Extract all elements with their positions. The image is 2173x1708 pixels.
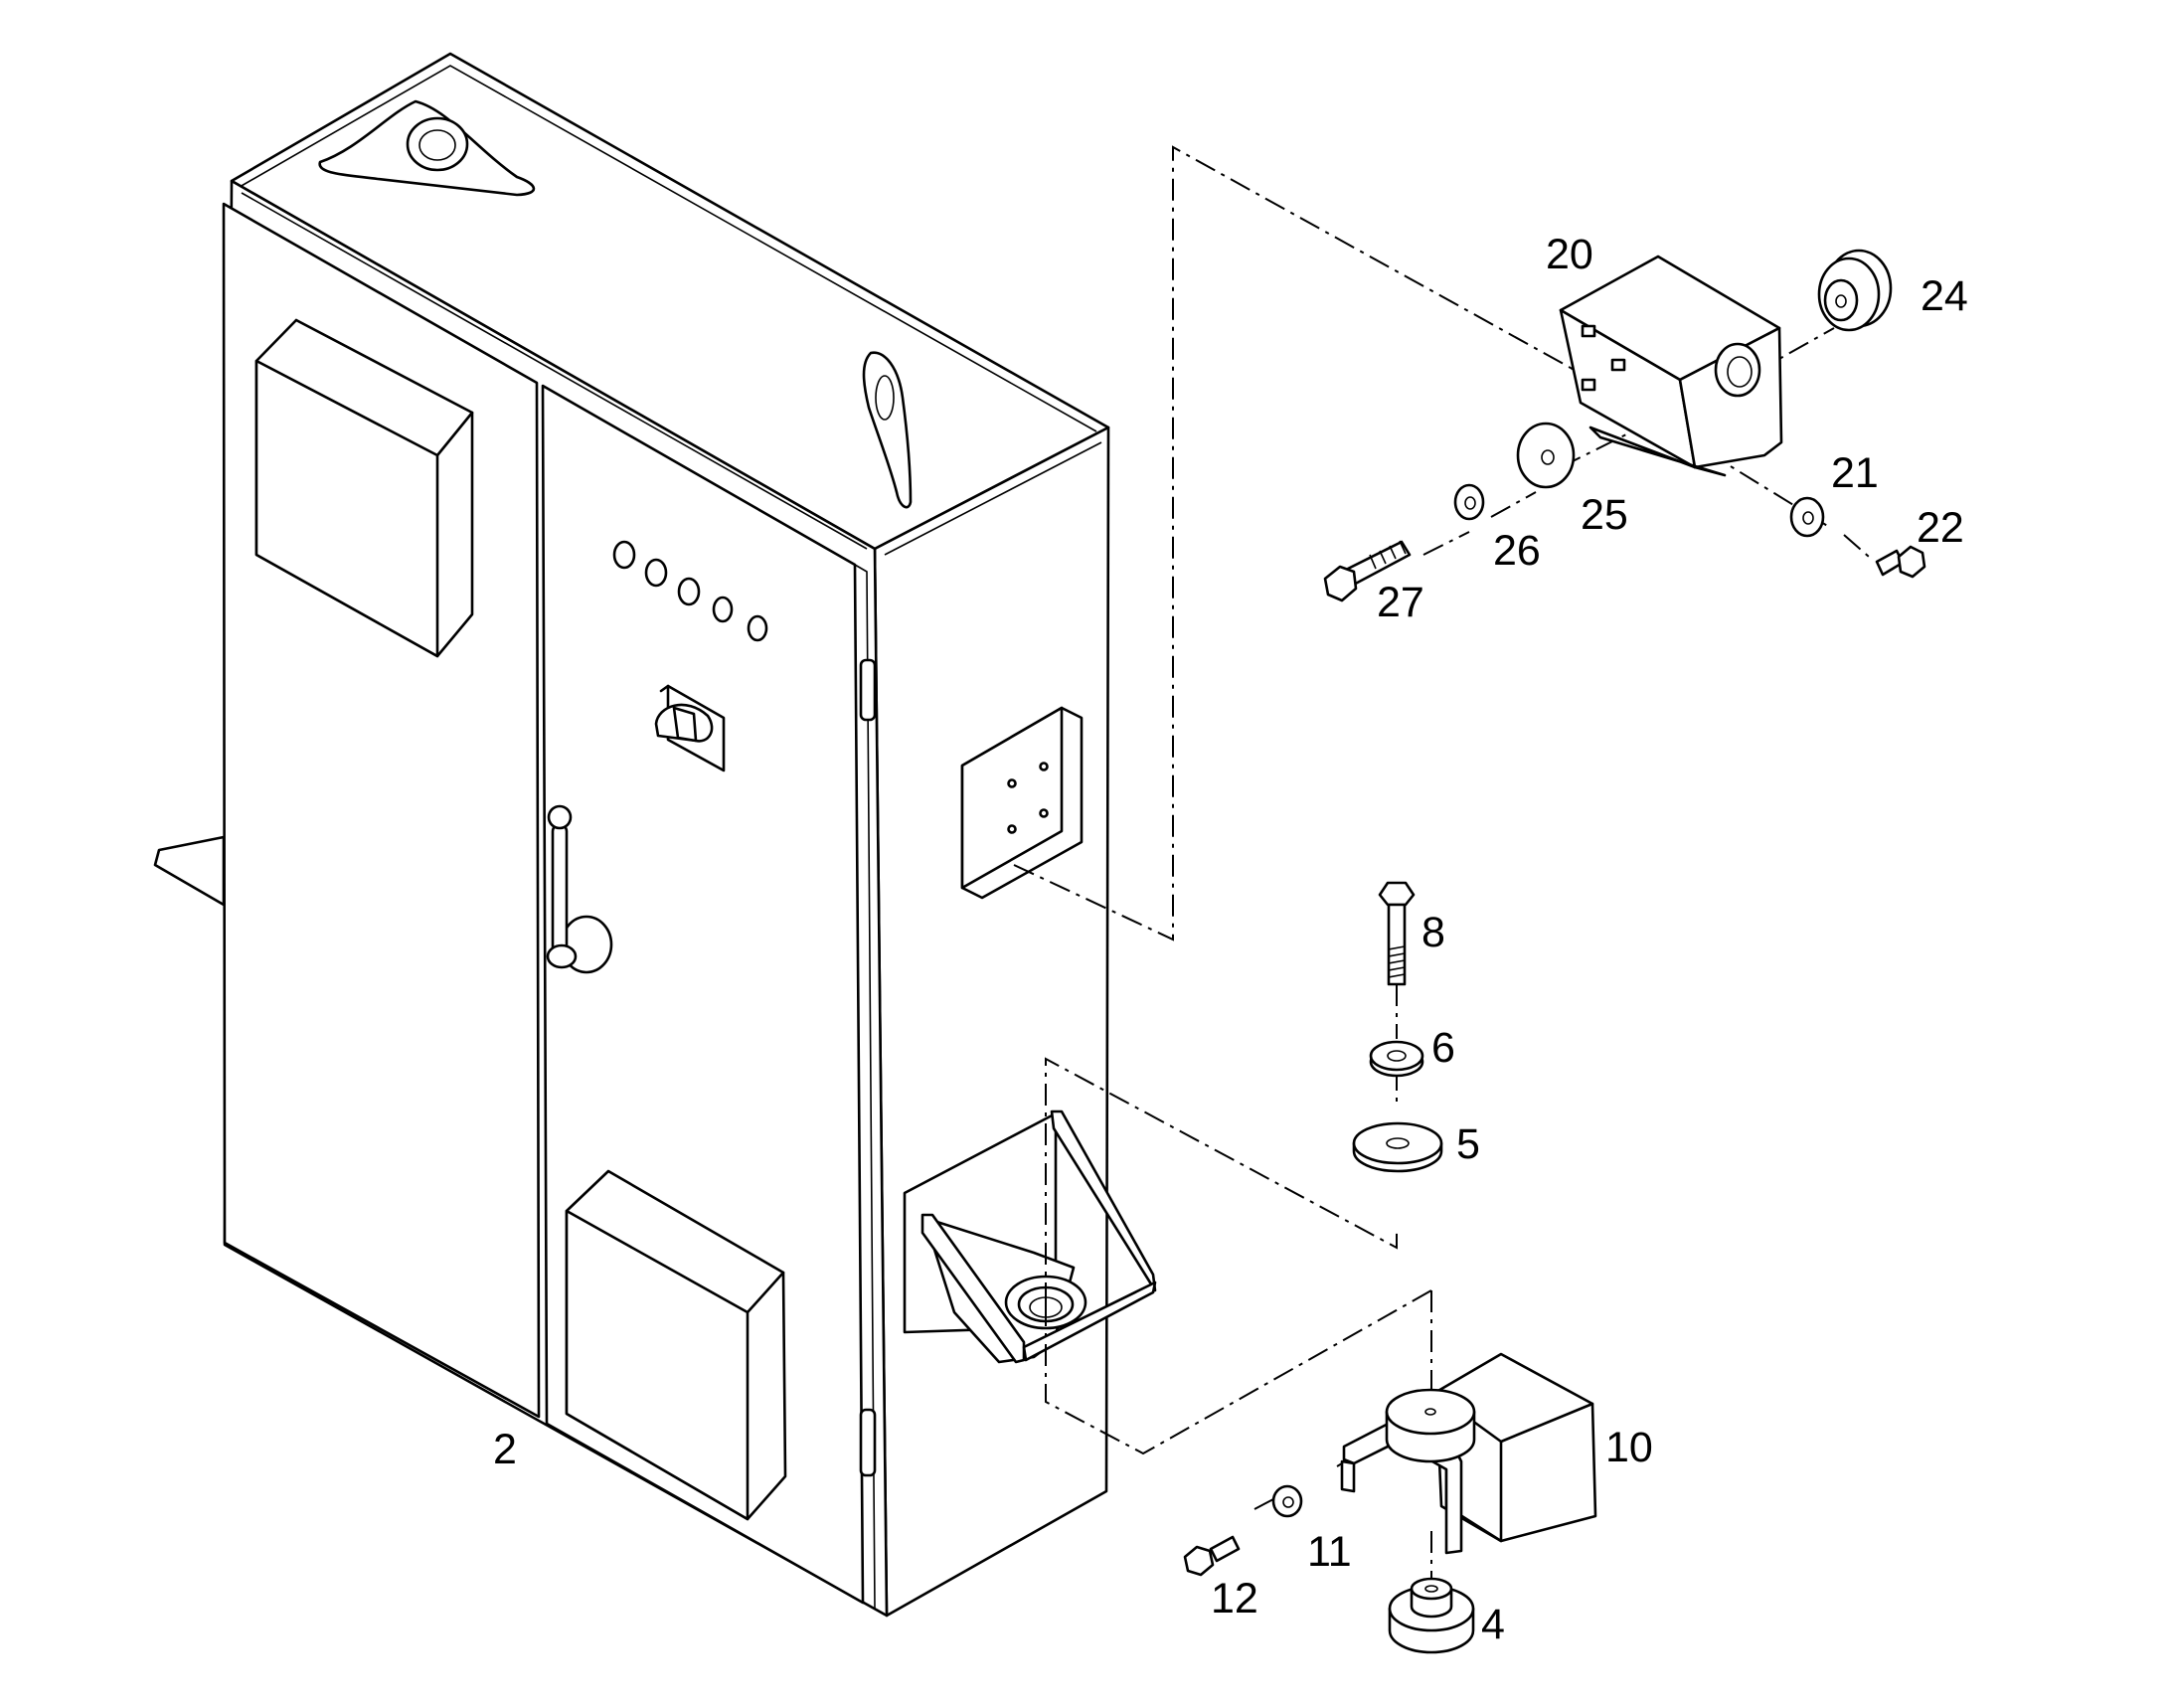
lock-washer-6 <box>1369 1040 1424 1078</box>
display-housing-top <box>254 318 474 658</box>
callout-21: 21 <box>1831 449 1879 497</box>
rubber-mount-24 <box>1817 249 1893 332</box>
callout-20: 20 <box>1546 231 1593 278</box>
screw-22 <box>1875 545 1926 579</box>
bolt-8 <box>1378 881 1416 986</box>
screw-12 <box>1183 1535 1241 1577</box>
mounting-bracket-10 <box>1340 1352 1597 1555</box>
washer-5 <box>1352 1121 1443 1173</box>
callout-26: 26 <box>1493 527 1541 575</box>
washer-21 <box>1789 496 1825 538</box>
callout-22: 22 <box>1917 504 1964 552</box>
callout-11: 11 <box>1307 1528 1352 1576</box>
rubber-mount-4 <box>1388 1577 1475 1654</box>
mounting-bracket-20 <box>1559 255 1783 477</box>
side-mount-plate <box>960 706 1084 900</box>
callout-24: 24 <box>1921 272 1968 320</box>
callout-10: 10 <box>1605 1424 1653 1471</box>
callout-4: 4 <box>1481 1601 1505 1648</box>
rubber-mount-upper <box>1385 1388 1476 1463</box>
callout-6: 6 <box>1431 1024 1455 1072</box>
callout-12: 12 <box>1211 1575 1258 1623</box>
callout-27: 27 <box>1377 579 1424 626</box>
main-switch <box>654 684 726 772</box>
callout-labels: 2 4 5 6 8 10 11 12 20 21 22 24 25 26 27 <box>493 231 1968 1648</box>
washer-25 <box>1516 422 1576 489</box>
door-handle <box>546 804 613 974</box>
callout-2: 2 <box>493 1426 517 1473</box>
bolt-27 <box>1323 540 1412 602</box>
callout-25: 25 <box>1581 491 1628 539</box>
lock-washer-26 <box>1453 483 1485 521</box>
washer-11 <box>1271 1484 1303 1518</box>
lifting-eye-rear <box>318 99 536 197</box>
electrical-cabinet <box>153 52 1157 1618</box>
indicator-lamps <box>612 540 768 642</box>
callout-8: 8 <box>1421 909 1445 956</box>
callout-5: 5 <box>1456 1120 1480 1168</box>
lifting-eye-front <box>862 351 913 509</box>
door-hinges <box>859 658 877 1477</box>
lower-housing <box>565 1169 787 1521</box>
